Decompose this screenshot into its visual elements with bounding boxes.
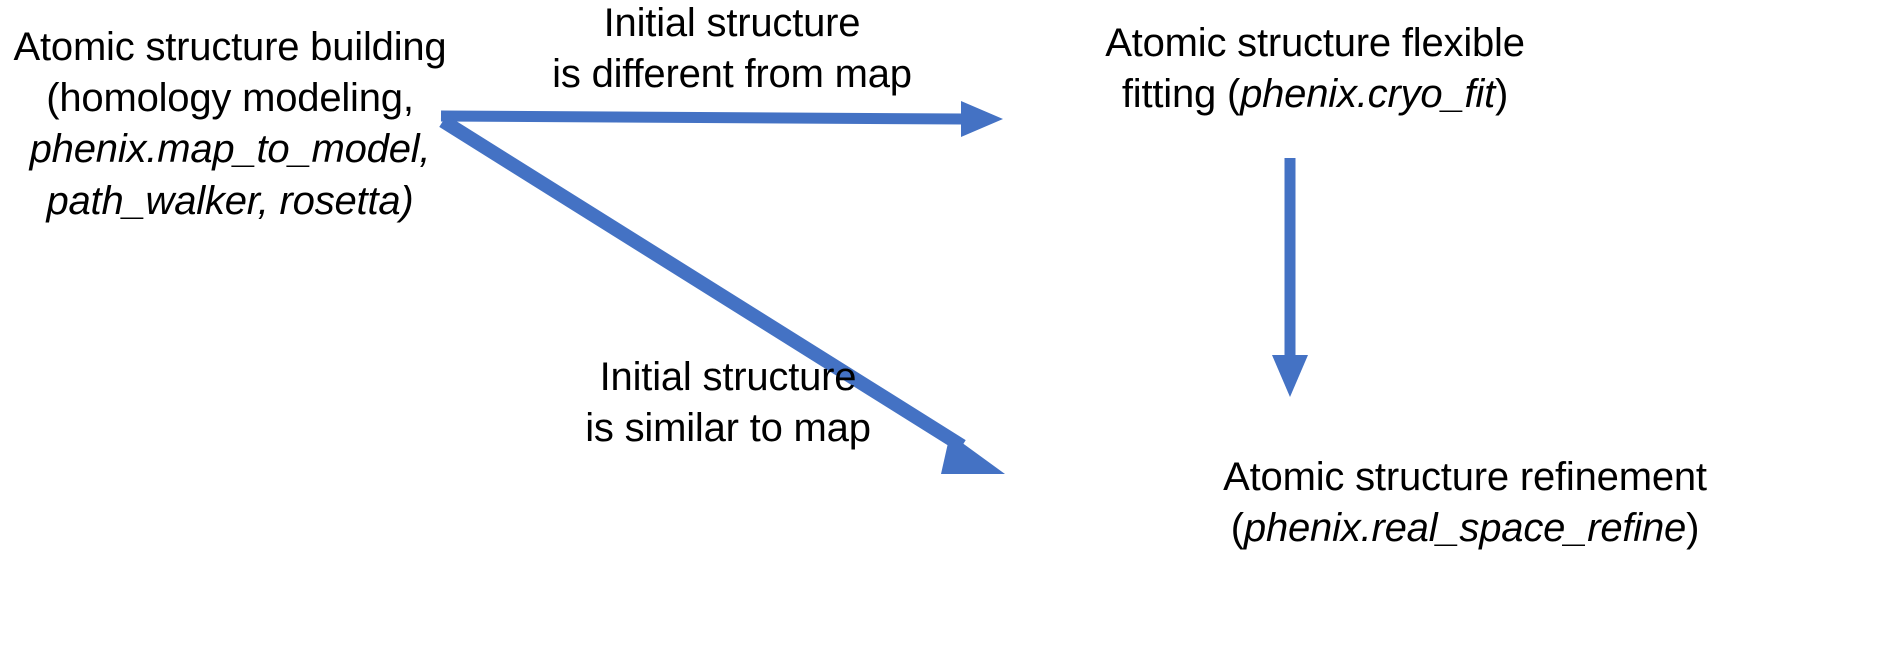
- node-refinement-program-name: phenix.real_space_refine: [1243, 506, 1687, 551]
- edge-label-different-line-2: is different from map: [552, 52, 912, 97]
- node-atomic-structure-refinement: Atomic structure refinement (phenix.real…: [1050, 452, 1880, 554]
- edge-label-different-from-map: Initial structure is different from map: [532, 0, 932, 100]
- node-flexible-fitting-line-1: Atomic structure flexible: [1105, 21, 1525, 65]
- node-building-line-1: Atomic structure building: [13, 25, 447, 69]
- node-building-line-3: phenix.map_to_model,: [29, 127, 431, 172]
- node-refinement-line-1: Atomic structure refinement: [1223, 455, 1707, 499]
- node-refinement-line-2: (phenix.real_space_refine): [1050, 503, 1880, 554]
- edge-label-similar-to-map: Initial structure is similar to map: [528, 352, 928, 454]
- node-flexible-fitting-line-2-tail: ): [1495, 72, 1509, 117]
- node-refinement-line-2-tail: ): [1686, 506, 1700, 551]
- arrow-building-to-flexible-fitting: [440, 101, 1003, 137]
- node-building-line-4: path_walker, rosetta): [0, 176, 460, 227]
- edge-label-similar-line-1: Initial structure: [599, 355, 857, 399]
- node-refinement-line-2-open: (: [1230, 506, 1244, 551]
- node-flexible-fitting-program-name: phenix.cryo_fit: [1240, 72, 1496, 117]
- edge-label-different-line-1: Initial structure: [603, 1, 861, 45]
- node-building-line-4-italic: path_walker, rosetta): [46, 178, 414, 223]
- node-flexible-fitting-line-2: fitting (phenix.cryo_fit): [1080, 69, 1550, 120]
- node-building-line-2: (homology modeling,: [46, 76, 414, 121]
- node-atomic-structure-building: Atomic structure building (homology mode…: [0, 22, 460, 227]
- arrow-flexible-fitting-to-refinement: [1272, 158, 1308, 397]
- node-atomic-structure-flexible-fitting: Atomic structure flexible fitting (pheni…: [1080, 18, 1550, 120]
- edge-label-similar-line-2: is similar to map: [585, 406, 871, 451]
- node-flexible-fitting-line-2-plain: fitting (: [1121, 72, 1241, 117]
